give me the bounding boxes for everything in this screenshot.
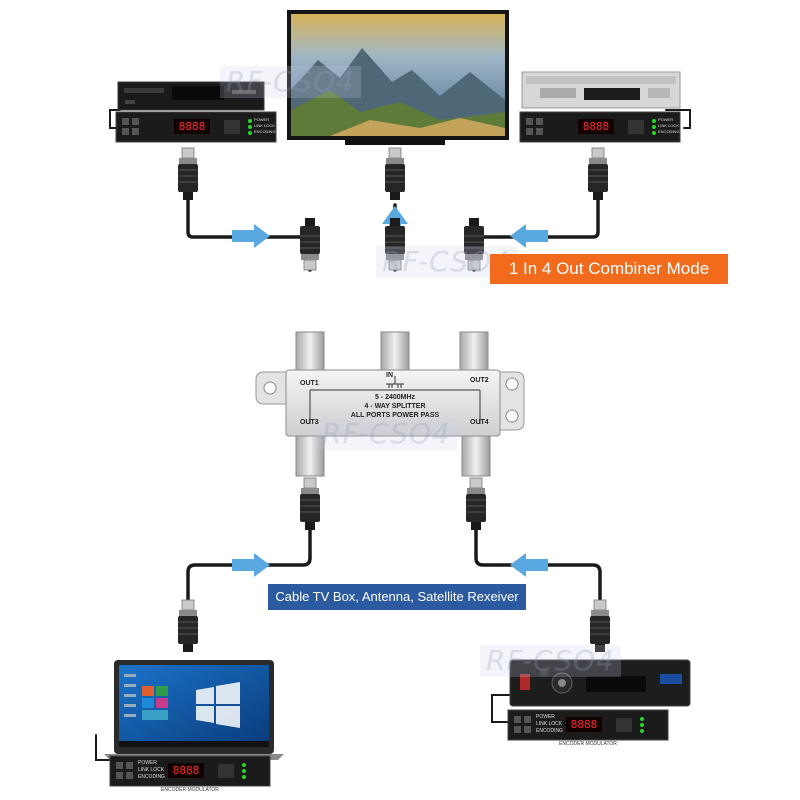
splitter-port-out4-label: OUT4 — [470, 419, 489, 426]
connector-top-center — [385, 148, 405, 200]
watermark-splitter: RF-CSO4 — [316, 418, 457, 450]
splitter-type: 4 - WAY SPLITTER — [340, 403, 450, 410]
modulator-led-encoding: ENCODING — [254, 129, 276, 134]
arrow-left-bottom-right — [510, 553, 548, 577]
modulator-led-encoding: ENCODING — [658, 129, 680, 134]
splitter-port-out1-label: OUT1 — [300, 380, 319, 387]
connector-top-right — [588, 148, 608, 200]
modulator-br-text: POWER LINK LOCK ENCODING 8888 ENCODER MO… — [508, 710, 668, 740]
splitter-port-out3-label: OUT3 — [300, 419, 319, 426]
modulator-tl-text: 8888 POWER LINK LOCK ENCODING — [116, 112, 276, 142]
modulator-led-encoding: ENCODING — [536, 728, 563, 734]
combiner-mode-label: 1 In 4 Out Combiner Mode — [490, 254, 728, 284]
modulator-title-bl: ENCODER MODULATOR — [150, 787, 230, 793]
modulator-led-link: LINK LOCK — [658, 123, 679, 128]
connector-splitter-out3 — [300, 478, 320, 530]
arrow-right-bottom-left — [232, 553, 270, 577]
connector-splitter-out1 — [300, 218, 320, 270]
modulator-led-power: POWER — [536, 714, 555, 720]
splitter-frequency: 5 - 2400MHz — [340, 394, 450, 401]
modulator-tr-text: 8888 POWER LINK LOCK ENCODING — [520, 112, 680, 142]
modulator-led-link: LINK LOCK — [138, 767, 164, 773]
modulator-title: ENCODER MODULATOR — [548, 741, 628, 747]
dvd-player-right — [522, 72, 680, 108]
connector-top-left — [178, 148, 198, 200]
splitter-port-out2-label: OUT2 — [470, 377, 489, 384]
watermark-top-left: RF-CSO4 — [220, 66, 361, 98]
connector-bottom-left — [178, 600, 198, 652]
modulator-display: 8888 — [169, 763, 203, 778]
modulator-bl-text: POWER LINK LOCK ENCODING 8888 — [110, 756, 270, 786]
arrow-right-top-left — [232, 224, 270, 248]
modulator-display: 8888 — [175, 119, 209, 134]
connector-splitter-out4 — [466, 478, 486, 530]
modulator-display: 8888 — [567, 717, 601, 732]
arrow-left-top-right — [510, 224, 548, 248]
splitter-note: ALL PORTS POWER PASS — [330, 412, 460, 419]
splitter-port-in-label: IN — [386, 372, 393, 379]
sources-label: Cable TV Box, Antenna, Satellite Rexeive… — [268, 584, 526, 610]
modulator-display: 8888 — [579, 119, 613, 134]
modulator-led-encoding: ENCODING — [138, 774, 165, 780]
modulator-led-power: POWER — [254, 117, 269, 122]
watermark-bottom-right: RF-CSO4 — [480, 645, 621, 677]
modulator-led-link: LINK LOCK — [536, 721, 562, 727]
modulator-led-power: POWER — [658, 117, 673, 122]
modulator-led-power: POWER — [138, 760, 157, 766]
laptop — [104, 660, 284, 760]
modulator-led-link: LINK LOCK — [254, 123, 275, 128]
